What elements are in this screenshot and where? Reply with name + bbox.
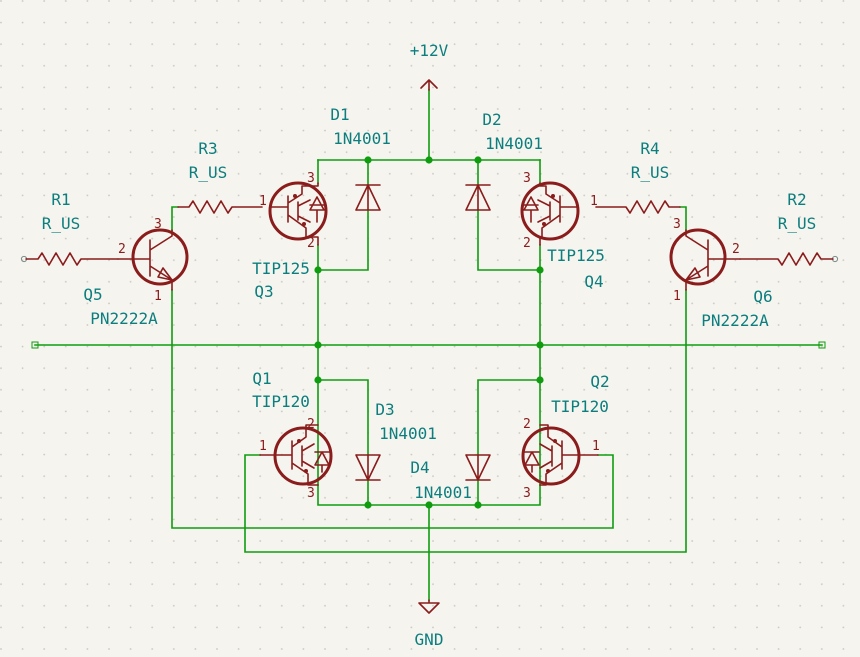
q4-pin-3: 3 [523,171,531,186]
resistor-r2-symbol [739,252,834,266]
q6-reference: Q6 [753,287,772,306]
transistor-q6-symbol [669,228,741,291]
net-left-end-marker [31,341,39,349]
power-vcc-symbol [420,79,438,91]
q6-pin-2: 2 [732,242,740,257]
d2-reference: D2 [482,110,501,129]
q5-value: PN2222A [90,309,158,328]
d3-reference: D3 [375,400,394,419]
diode-d4-symbol [465,454,491,481]
diode-d2-symbol [465,184,491,211]
q2-value: TIP120 [551,397,609,416]
d3-value: 1N4001 [379,424,437,443]
r4-value: R_US [631,163,670,182]
q1-value: TIP120 [252,392,310,411]
transistor-q2-symbol [521,424,599,486]
q2-reference: Q2 [590,372,609,391]
r3-value: R_US [189,163,228,182]
q3-pin-1: 1 [259,194,267,209]
transistor-q1-symbol [259,424,333,486]
d4-value: 1N4001 [414,483,472,502]
q5-reference: Q5 [83,285,102,304]
q3-pin-3: 3 [307,171,315,186]
q3-reference: Q3 [254,282,273,301]
q6-pin-3: 3 [673,217,681,232]
q4-pin-2: 2 [523,236,531,251]
q1-pin-1: 1 [259,439,267,454]
q4-reference: Q4 [584,272,603,291]
d1-reference: D1 [330,105,349,124]
r1-value: R_US [42,214,81,233]
q2-pin-2: 2 [523,417,531,432]
q5-pin-1: 1 [154,289,162,304]
r2-value: R_US [778,214,817,233]
q2-pin-3: 3 [523,486,531,501]
q6-value: PN2222A [701,311,769,330]
r2-reference: R2 [787,190,806,209]
q3-value: TIP125 [252,259,310,278]
d4-reference: D4 [410,458,429,477]
resistor-r1-symbol [25,252,119,266]
q5-pin-2: 2 [118,242,126,257]
resistor-r3-symbol [177,200,263,214]
q1-reference: Q1 [252,369,271,388]
diode-d1-symbol [355,184,381,211]
r4-reference: R4 [640,139,659,158]
r1-reference: R1 [51,190,70,209]
q6-pin-1: 1 [673,289,681,304]
transistor-q4-symbol [520,181,580,246]
q2-pin-1: 1 [592,439,600,454]
power-gnd-symbol [418,599,440,614]
r3-reference: R3 [198,139,217,158]
net-right-end-marker [818,341,826,349]
transistor-q5-symbol [117,228,189,291]
diode-d3-symbol [355,454,381,481]
q5-pin-3: 3 [154,217,162,232]
q1-pin-3: 3 [307,486,315,501]
resistor-r4-symbol [595,200,681,214]
power-gnd-label: GND [415,630,444,649]
d1-value: 1N4001 [333,129,391,148]
d2-value: 1N4001 [485,134,543,153]
transistor-q3-symbol [268,181,328,246]
q4-pin-1: 1 [590,194,598,209]
q1-pin-2: 2 [307,417,315,432]
q3-pin-2: 2 [307,236,315,251]
power-vcc-label: +12V [410,41,449,60]
junctions [314,156,544,509]
q4-value: TIP125 [547,246,605,265]
